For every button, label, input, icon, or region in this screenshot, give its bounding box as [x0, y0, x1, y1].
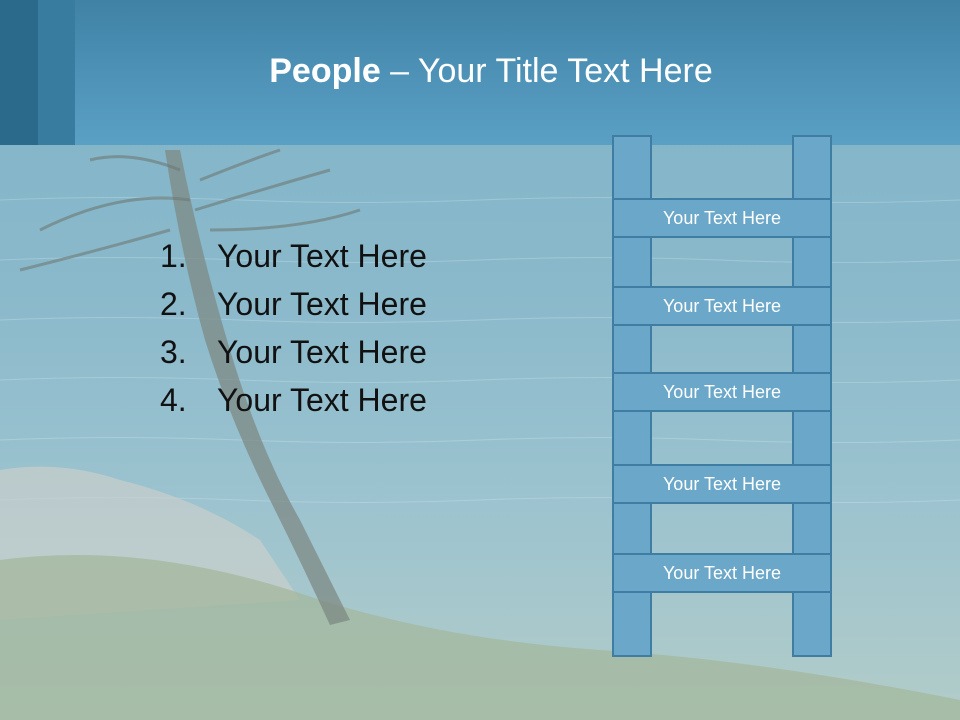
list-number: 3.: [160, 333, 187, 370]
ladder-rung: Your Text Here: [612, 553, 832, 593]
rung-label: Your Text Here: [662, 381, 782, 402]
rung-label: Your Text Here: [662, 562, 782, 583]
list-text: Your Text Here: [217, 237, 427, 274]
list-item: 3. Your Text Here: [160, 328, 520, 376]
rung-label: Your Text Here: [662, 207, 782, 228]
title-rest: – Your Title Text Here: [380, 52, 713, 90]
list-number: 2.: [160, 285, 187, 322]
numbered-list: 1. Your Text Here 2. Your Text Here 3. Y…: [160, 232, 520, 424]
title-bar: People – Your Title Text Here: [0, 0, 960, 145]
list-text: Your Text Here: [217, 381, 427, 418]
ladder-rung: Your Text Here: [612, 372, 832, 412]
list-item: 2. Your Text Here: [160, 280, 520, 328]
list-text: Your Text Here: [217, 333, 427, 370]
header-stripe: [38, 0, 75, 145]
rung-label: Your Text Here: [662, 473, 782, 494]
rung-label: Your Text Here: [662, 295, 782, 316]
list-item: 4. Your Text Here: [160, 376, 520, 424]
ladder-rung: Your Text Here: [612, 286, 832, 326]
list-item: 1. Your Text Here: [160, 232, 520, 280]
header-stripe: [0, 0, 38, 145]
ladder-rung: Your Text Here: [612, 464, 832, 504]
list-text: Your Text Here: [217, 285, 427, 322]
slide-title: People – Your Title Text Here: [75, 52, 907, 91]
list-number: 1.: [160, 237, 187, 274]
list-number: 4.: [160, 381, 187, 418]
title-bold: People: [269, 52, 381, 90]
ladder-rung: Your Text Here: [612, 198, 832, 238]
